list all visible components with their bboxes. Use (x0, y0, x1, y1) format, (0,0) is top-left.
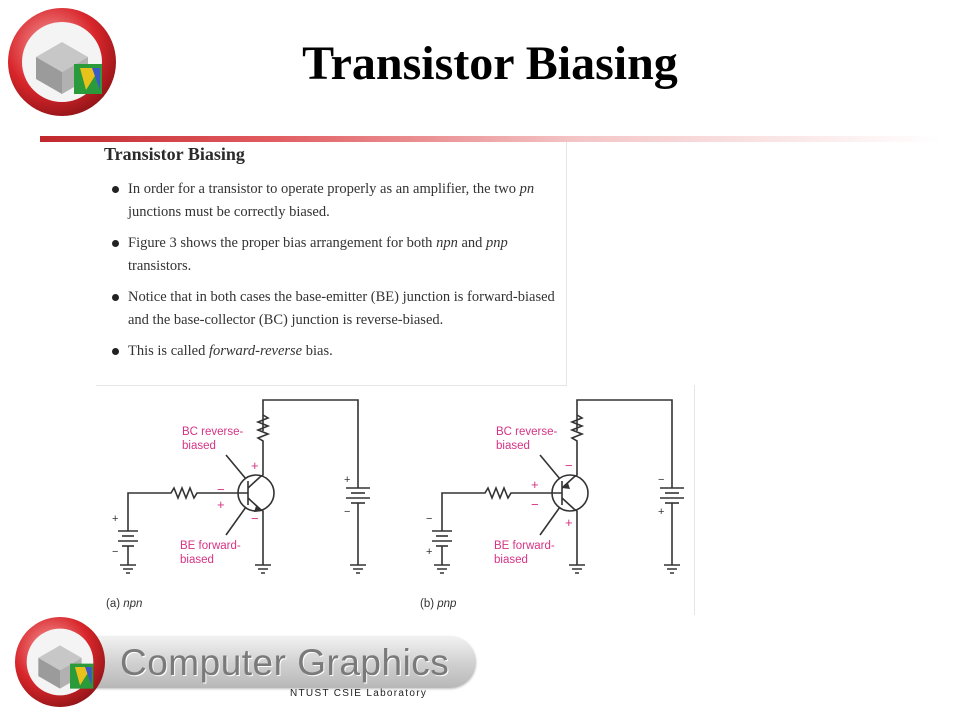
svg-text:−: − (251, 511, 259, 526)
bullet-item: Figure 3 shows the proper bias arrangeme… (104, 232, 560, 278)
brand-name: Computer Graphics (120, 642, 450, 683)
npn-caption: (a) npn (106, 598, 142, 610)
lecture-text-panel: Transistor Biasing In order for a transi… (96, 142, 567, 386)
bullet-item: This is called forward-reverse bias. (104, 340, 560, 363)
svg-text:−: − (531, 497, 539, 512)
npn-be-label-line1: BE forward- (180, 540, 241, 552)
pnp-caption: (b) pnp (420, 598, 457, 610)
brand-subtitle: NTUST CSIE Laboratory (290, 688, 428, 699)
bias-circuit-figure: + − + − − + − + + − + − − + − + BC rever… (96, 385, 695, 615)
svg-text:−: − (426, 513, 432, 525)
slide-title: Transistor Biasing (302, 37, 678, 90)
svg-text:+: + (658, 506, 664, 518)
svg-text:+: + (426, 546, 432, 558)
lab-logo-icon (8, 8, 116, 116)
pnp-bc-label-line2: biased (496, 440, 530, 452)
svg-text:+: + (217, 497, 225, 512)
title-divider (40, 136, 940, 142)
svg-text:+: + (251, 458, 259, 473)
pnp-be-label-line1: BE forward- (494, 540, 555, 552)
bullet-item: Notice that in both cases the base-emitt… (104, 286, 560, 332)
svg-text:−: − (344, 506, 350, 518)
brand-banner: Computer Graphics (90, 636, 476, 688)
svg-text:+: + (531, 477, 539, 492)
npn-be-label-line2: biased (180, 554, 214, 566)
svg-text:−: − (217, 482, 225, 497)
svg-text:+: + (344, 474, 350, 486)
lab-logo-icon (15, 617, 105, 707)
npn-bc-label-line1: BC reverse- (182, 426, 244, 438)
svg-text:−: − (112, 546, 118, 558)
svg-text:+: + (565, 515, 573, 530)
svg-text:+: + (112, 513, 118, 525)
npn-bc-label-line2: biased (182, 440, 216, 452)
pnp-be-label-line2: biased (494, 554, 528, 566)
bullet-item: In order for a transistor to operate pro… (104, 178, 560, 224)
pnp-bc-label-line1: BC reverse- (496, 426, 558, 438)
svg-text:−: − (658, 474, 664, 486)
bullet-list: In order for a transistor to operate pro… (104, 178, 560, 371)
bias-circuit-diagram: + − + − − + − + + − + − − + − + BC rever… (106, 399, 684, 610)
svg-text:−: − (565, 458, 573, 473)
panel-heading: Transistor Biasing (104, 144, 245, 164)
